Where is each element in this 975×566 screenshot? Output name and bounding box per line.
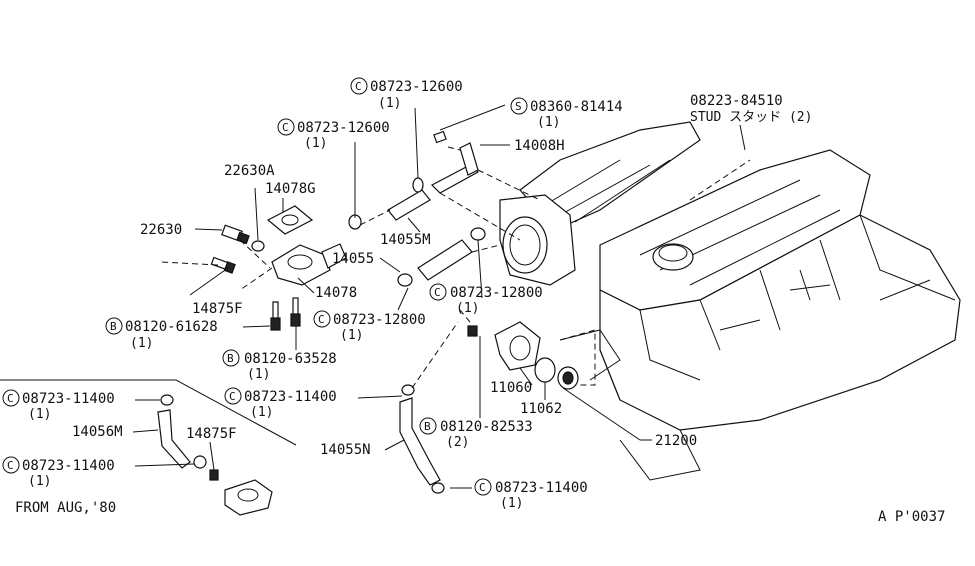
label-14056M: 14056M — [72, 424, 123, 440]
label-from-aug-80: FROM AUG,'80 — [15, 500, 116, 516]
label-08723-12800-r: 08723-12800 — [450, 285, 543, 301]
label-14055N: 14055N — [320, 442, 371, 458]
assembly-lines — [0, 146, 751, 446]
clamp-08723-11400-lower-top — [401, 384, 415, 396]
clamp-08723-12600-top — [412, 177, 424, 193]
inset-parts — [157, 394, 273, 516]
clamp-symbol: C — [355, 80, 362, 93]
label-08723-12600-top: 08723-12600 — [370, 79, 463, 95]
svg-text:(1): (1) — [537, 115, 560, 130]
bolt-08120-82533 — [467, 325, 478, 337]
water-outlet-14078 — [271, 243, 347, 286]
label-14875F: 14875F — [192, 301, 243, 317]
label-08723-12800-l: 08723-12800 — [333, 312, 426, 328]
bolt-14875F — [210, 256, 236, 274]
leader-lines — [132, 104, 746, 489]
label-stud: STUD スタッド (2) — [690, 110, 812, 125]
hose-14055N — [399, 397, 441, 486]
thermostat-21200 — [557, 366, 579, 390]
label-22630: 22630 — [140, 222, 182, 238]
bolt-symbol: B — [227, 352, 234, 365]
clamp-symbol: C — [318, 313, 325, 326]
label-14008H: 14008H — [514, 138, 565, 154]
clamp-14055 — [397, 273, 413, 287]
label-08120-82533: 08120-82533 — [440, 419, 533, 435]
label-08723-11400-c: 08723-11400 — [22, 458, 115, 474]
label-14078: 14078 — [315, 285, 357, 301]
label-14055M: 14055M — [380, 232, 431, 248]
label-11060: 11060 — [490, 380, 532, 396]
engine-assembly — [499, 121, 961, 481]
gasket-14078G — [266, 205, 314, 235]
clamp-symbol: C — [479, 481, 486, 494]
pipe-14008H — [430, 130, 480, 194]
label-08360-81414: 08360-81414 — [530, 99, 623, 115]
sensor-22630 — [221, 224, 250, 245]
svg-text:(1): (1) — [130, 336, 153, 351]
bolt-symbol: B — [424, 420, 431, 433]
label-08723-11400-b: 08723-11400 — [22, 391, 115, 407]
label-08723-11400-d: 08723-11400 — [495, 480, 588, 496]
svg-text:(1): (1) — [250, 405, 273, 420]
svg-text:(2): (2) — [446, 435, 469, 450]
label-08223-84510: 08223-84510 — [690, 93, 783, 109]
clamp-symbol: C — [282, 121, 289, 134]
hose-14055M — [387, 189, 431, 221]
svg-text:(1): (1) — [456, 301, 479, 316]
clamp-symbol: C — [7, 392, 14, 405]
label-14078G: 14078G — [265, 181, 316, 197]
svg-text:(1): (1) — [340, 328, 363, 343]
clamp-08723-11400-lower-bottom — [431, 482, 445, 494]
clamp-08723-12800 — [470, 227, 486, 241]
svg-text:(1): (1) — [500, 496, 523, 511]
label-08120-61628: 08120-61628 — [125, 319, 218, 335]
svg-text:(1): (1) — [28, 474, 51, 489]
housing-11060 — [494, 321, 541, 371]
label-22630A: 22630A — [224, 163, 275, 179]
svg-text:(1): (1) — [247, 367, 270, 382]
label-14055: 14055 — [332, 251, 374, 267]
bolt-08120-63528 — [290, 313, 301, 327]
bolt-08120-61628 — [270, 317, 281, 331]
clamp-symbol: C — [229, 390, 236, 403]
svg-text:(1): (1) — [28, 407, 51, 422]
svg-text:(1): (1) — [378, 96, 401, 111]
label-08723-11400-a: 08723-11400 — [244, 389, 337, 405]
label-14875F-2: 14875F — [186, 426, 237, 442]
clamp-symbol: C — [7, 459, 14, 472]
svg-text:(1): (1) — [304, 136, 327, 151]
screw-symbol: S — [515, 100, 522, 113]
label-08723-12600-mid: 08723-12600 — [297, 120, 390, 136]
bolt-symbol: B — [110, 320, 117, 333]
label-11062: 11062 — [520, 401, 562, 417]
washer-22630A — [251, 240, 265, 252]
part-labels: C 08723-12600 (1) S 08360-81414 (1) 0822… — [2, 77, 945, 525]
label-21200: 21200 — [655, 433, 697, 449]
label-ref-code: A P'0037 — [878, 509, 945, 525]
label-08120-63528: 08120-63528 — [244, 351, 337, 367]
gasket-11062 — [534, 357, 556, 383]
clamp-symbol: C — [434, 286, 441, 299]
